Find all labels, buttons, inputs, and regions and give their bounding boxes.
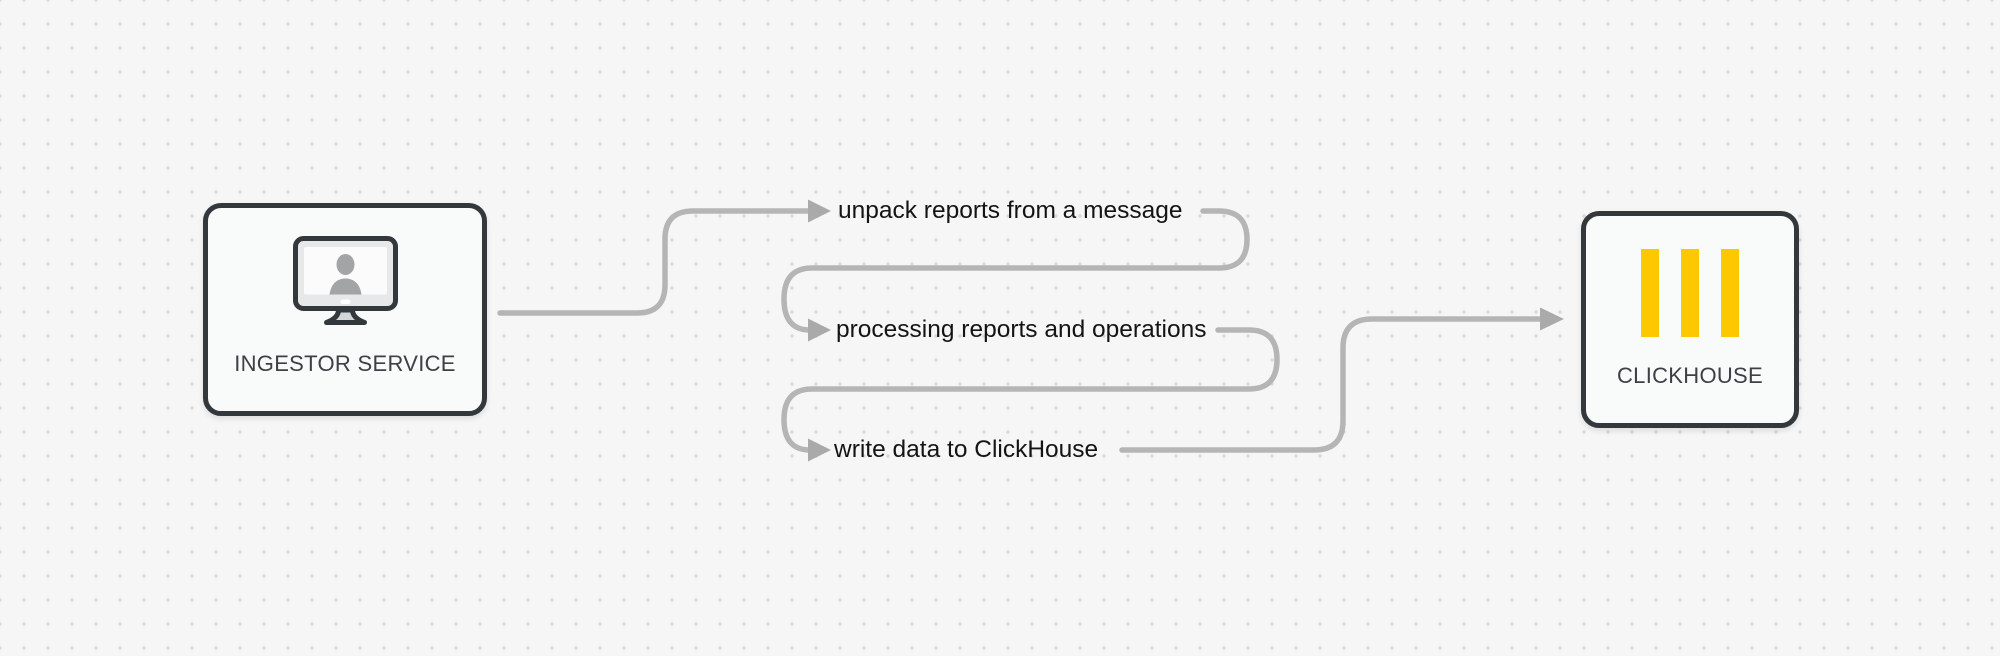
arrowhead-clickhouse-icon	[1540, 307, 1564, 331]
arrowhead-step1-icon	[808, 199, 831, 223]
arrowhead-step2-icon	[808, 318, 831, 342]
flow-step-label-3[interactable]: write data to ClickHouse	[834, 436, 1099, 463]
user-monitor-icon	[292, 236, 398, 325]
node-clickhouse-label: CLICKHOUSE	[1616, 363, 1764, 388]
clickhouse-bars-icon	[1641, 249, 1739, 337]
connector-step3-to-clickhouse	[1119, 316, 1543, 453]
flow-step-label-2[interactable]: processing reports and operations	[836, 316, 1207, 343]
node-ingestor-service[interactable]: INGESTOR SERVICE	[203, 203, 487, 416]
node-ingestor-label: INGESTOR SERVICE	[234, 351, 456, 376]
flow-step-label-1[interactable]: unpack reports from a message	[838, 197, 1183, 224]
arrowhead-step3-icon	[808, 438, 831, 462]
connector-step1-to-step2	[781, 208, 1250, 333]
node-clickhouse[interactable]: CLICKHOUSE	[1581, 211, 1799, 428]
connector-ingestor-to-step1	[497, 208, 811, 316]
connector-step2-to-step3	[781, 327, 1280, 453]
